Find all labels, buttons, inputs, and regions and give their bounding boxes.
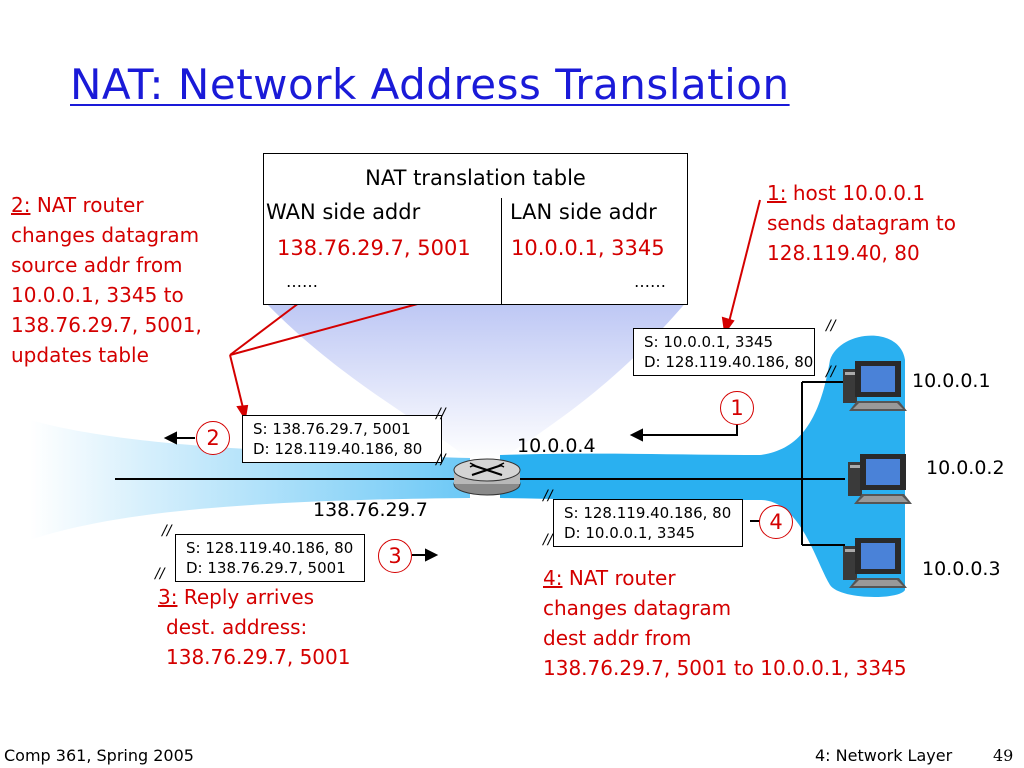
step3-line: dest. address: <box>166 615 308 639</box>
break-mark: // <box>436 452 446 468</box>
step1-line: host 10.0.0.1 <box>792 181 926 205</box>
step2-line: 10.0.0.1, 3345 to <box>11 283 184 307</box>
packet-1: S: 10.0.0.1, 3345 D: 128.119.40.186, 80 <box>633 328 815 376</box>
step-4-marker: 4 <box>759 505 793 539</box>
step2-number: 2: <box>11 193 31 217</box>
step4-line: dest addr from <box>543 626 692 650</box>
footer-chapter: 4: Network Layer <box>815 746 953 765</box>
step1-number: 1: <box>767 181 787 205</box>
step1-line: 128.119.40, 80 <box>767 241 920 265</box>
step1-note: 1: host 10.0.0.1 sends datagram to 128.1… <box>767 178 956 268</box>
packet-2: S: 138.76.29.7, 5001 D: 128.119.40.186, … <box>242 415 442 463</box>
step2-line: 138.76.29.7, 5001, <box>11 313 202 337</box>
break-mark: // <box>155 566 165 582</box>
table-column-divider <box>501 198 502 305</box>
table-caption: NAT translation table <box>365 166 586 190</box>
lan-header: LAN side addr <box>510 200 657 224</box>
computer-icon <box>843 538 907 588</box>
packet-destination: D: 128.119.40.186, 80 <box>253 440 423 458</box>
step2-line: updates table <box>11 343 149 367</box>
step2-line: NAT router <box>36 193 144 217</box>
packet-4: S: 128.119.40.186, 80 D: 10.0.0.1, 3345 <box>553 499 743 547</box>
page-title: NAT: Network Address Translation <box>70 60 790 109</box>
break-mark: // <box>543 532 553 548</box>
break-mark: // <box>543 488 553 504</box>
step1-line: sends datagram to <box>767 211 957 235</box>
router-icon <box>453 458 521 496</box>
break-mark: // <box>826 318 836 334</box>
step2-line: changes datagram <box>11 223 200 247</box>
step4-line: 138.76.29.7, 5001 to 10.0.0.1, 3345 <box>543 656 907 680</box>
step3-line: Reply arrives <box>183 585 315 609</box>
step-1-marker: 1 <box>720 391 754 425</box>
step3-note: 3: Reply arrives dest. address: 138.76.2… <box>158 582 350 672</box>
lan-value: 10.0.0.1, 3345 <box>511 236 665 260</box>
packet-source: S: 138.76.29.7, 5001 <box>253 420 411 438</box>
step-2-marker: 2 <box>196 421 230 455</box>
host2-address: 10.0.0.2 <box>926 457 1005 479</box>
computer-icon <box>843 361 907 411</box>
computer-icon <box>848 454 912 504</box>
step4-line: NAT router <box>568 566 676 590</box>
step4-note: 4: NAT router changes datagram dest addr… <box>543 563 907 683</box>
wan-header: WAN side addr <box>266 200 421 224</box>
packet-source: S: 128.119.40.186, 80 <box>186 539 354 557</box>
lan-more: …… <box>634 272 666 291</box>
break-mark: // <box>436 406 446 422</box>
packet-destination: D: 10.0.0.1, 3345 <box>564 524 696 542</box>
footer-course: Comp 361, Spring 2005 <box>4 746 194 765</box>
lan-region <box>500 335 905 597</box>
step4-number: 4: <box>543 566 563 590</box>
router-wan-address: 138.76.29.7 <box>313 499 428 521</box>
break-mark: // <box>826 364 836 380</box>
footer-page-number: 49 <box>993 746 1014 765</box>
packet-3: S: 128.119.40.186, 80 D: 138.76.29.7, 50… <box>175 534 365 582</box>
step2-note: 2: NAT router changes datagram source ad… <box>11 190 202 370</box>
router-lan-address: 10.0.0.4 <box>517 435 596 457</box>
step3-line: 138.76.29.7, 5001 <box>166 645 351 669</box>
step2-line: source addr from <box>11 253 183 277</box>
nat-translation-table: NAT translation table WAN side addr LAN … <box>263 153 688 305</box>
break-mark: // <box>162 523 172 539</box>
step-3-marker: 3 <box>378 539 412 573</box>
step4-line: changes datagram <box>543 596 732 620</box>
packet-source: S: 128.119.40.186, 80 <box>564 504 732 522</box>
table-funnel <box>263 300 688 460</box>
host1-address: 10.0.0.1 <box>912 370 991 392</box>
host3-address: 10.0.0.3 <box>922 558 1001 580</box>
packet-source: S: 10.0.0.1, 3345 <box>644 333 774 351</box>
packet-destination: D: 128.119.40.186, 80 <box>644 353 814 371</box>
packet-destination: D: 138.76.29.7, 5001 <box>186 559 346 577</box>
wan-value: 138.76.29.7, 5001 <box>277 236 471 260</box>
step3-number: 3: <box>158 585 178 609</box>
wan-more: …… <box>286 272 318 291</box>
